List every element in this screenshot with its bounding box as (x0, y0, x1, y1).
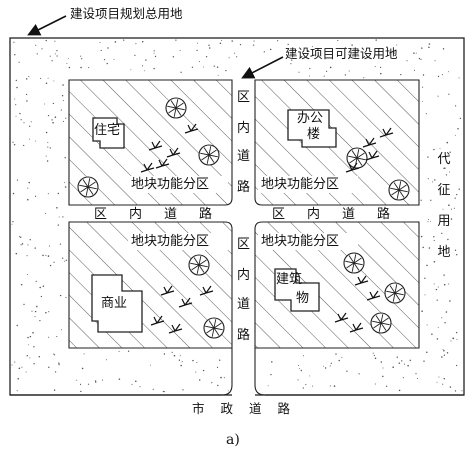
tree-icon (370, 312, 392, 334)
shrub-icon (366, 290, 381, 301)
building-structure (274, 268, 320, 312)
shrubs (140, 123, 394, 334)
label-building-structure-line1: 建筑 (276, 272, 303, 287)
label-land-on-behalf: 代 征 用 地 (437, 152, 451, 260)
shrub-icon (379, 127, 394, 138)
building-office (287, 109, 337, 148)
shrub-icon (178, 297, 193, 308)
trees (77, 97, 410, 339)
label-internal-road-bottom: 区 内 道 路 (236, 237, 250, 343)
building-commercial (91, 274, 143, 333)
shrub-icon (362, 137, 377, 148)
label-function-bottom-right: 地块功能分区 (261, 234, 340, 249)
tree-icon (165, 97, 187, 119)
shrub-icon (354, 275, 369, 286)
shrub-icon (345, 162, 360, 173)
shrub-icon (160, 285, 175, 296)
label-function-top-right: 地块功能分区 (261, 177, 340, 192)
label-building-office-line1: 办公 (297, 111, 324, 126)
shrub-icon (349, 322, 364, 333)
building-residential (92, 117, 125, 149)
label-municipal-road: 市政道路 (192, 401, 307, 416)
label-function-top-left: 地块功能分区 (131, 177, 210, 192)
tree-icon (188, 254, 210, 276)
figure-caption: a) (226, 432, 240, 448)
shrub-icon (148, 140, 163, 151)
tree-icon (388, 179, 410, 201)
shrub-icon (365, 150, 380, 161)
label-building-office-line2: 楼 (307, 127, 321, 142)
tree-icon (343, 252, 365, 274)
tree-icon (77, 176, 99, 198)
shrub-icon (155, 158, 170, 169)
leader-arrow-total-land (27, 15, 67, 36)
shrub-icon (199, 285, 214, 296)
tree-icon (198, 144, 220, 166)
label-buildable-land: 建设项目可建设用地 (285, 46, 398, 61)
road-opening (10, 348, 464, 397)
label-total-land: 建设项目规划总用地 (70, 6, 183, 21)
shrub-icon (334, 312, 349, 323)
shrub-icon (184, 123, 199, 134)
label-building-residential: 住宅 (94, 123, 121, 138)
shrub-icon (166, 147, 181, 158)
shrub-icon (168, 323, 183, 334)
leader-arrow-buildable-land (241, 56, 284, 79)
shrub-icon (150, 315, 165, 326)
shrub-icon (140, 162, 155, 173)
block-top-left (68, 79, 233, 206)
label-building-structure-line2: 物 (296, 291, 310, 306)
internal-road-network (69, 80, 419, 396)
tree-icon (346, 147, 368, 169)
label-function-bottom-left: 地块功能分区 (131, 234, 210, 249)
label-building-commercial: 商业 (101, 296, 128, 311)
label-internal-road-left: 区内道路 (94, 207, 235, 222)
tree-icon (384, 282, 406, 304)
label-internal-road-right: 区内道路 (272, 207, 413, 222)
tree-icon (203, 317, 225, 339)
label-internal-road-top: 区 内 道 路 (236, 90, 250, 195)
